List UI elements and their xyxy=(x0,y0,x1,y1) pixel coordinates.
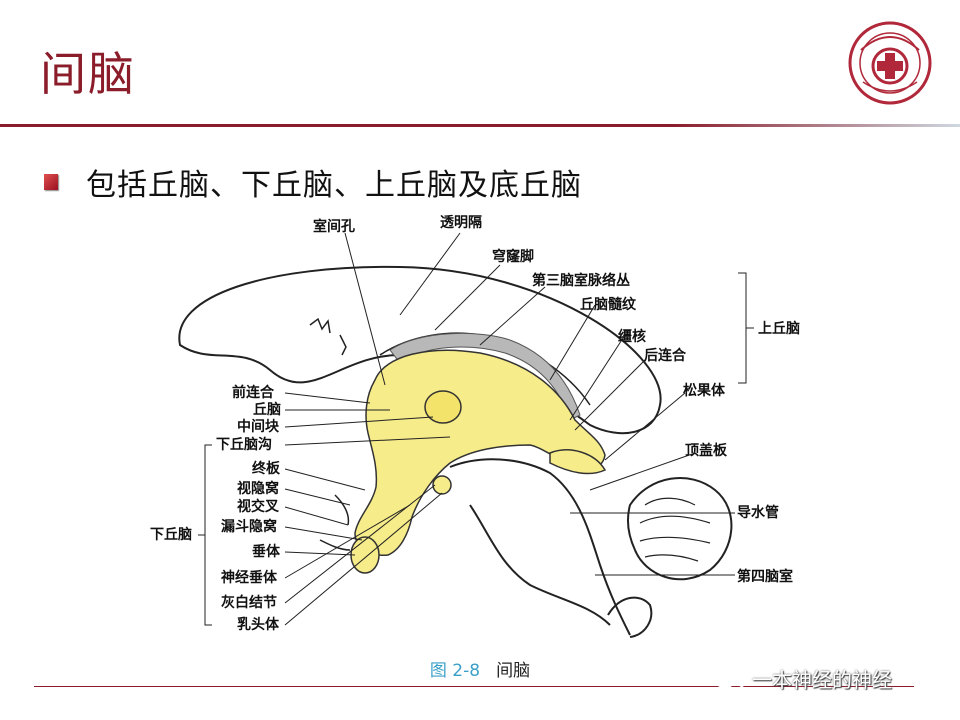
watermark-text: 一本神经的神经 xyxy=(752,668,892,692)
label-tuber-cinereum: 灰白结节 xyxy=(221,595,277,611)
label-mammillary-body: 乳头体 xyxy=(237,617,279,633)
wechat-icon xyxy=(713,667,745,690)
label-hypophysis: 垂体 xyxy=(252,544,280,560)
label-interventricular-foramen: 室间孔 xyxy=(313,219,355,235)
hospital-logo xyxy=(847,20,933,106)
label-septum-pellucidum: 透明隔 xyxy=(440,215,482,231)
label-interthalamic-adhesion: 中间块 xyxy=(237,419,279,435)
caption-figure-number: 图 2-8 xyxy=(429,661,481,681)
label-stria-medullaris: 丘脑髓纹 xyxy=(580,297,636,313)
label-habenular-nucleus: 缰核 xyxy=(618,329,646,345)
footer-rule xyxy=(34,686,914,687)
label-hypothalamus: 下丘脑 xyxy=(150,527,192,543)
label-tectal-plate: 顶盖板 xyxy=(685,443,727,459)
label-infundibular-recess: 漏斗隐窝 xyxy=(221,519,277,535)
label-anterior-commissure: 前连合 xyxy=(232,385,274,401)
diencephalon-drawing xyxy=(178,232,754,638)
diencephalon-figure: 室间孔 透明隔 穹窿脚 第三脑室脉络丛 丘脑髓纹 缰核 后连合 上丘脑 松果体 … xyxy=(150,205,840,645)
label-neurohypophysis: 神经垂体 xyxy=(221,570,277,586)
bullet-marker xyxy=(44,174,58,190)
bullet-text: 包括丘脑、下丘脑、上丘脑及底丘脑 xyxy=(86,168,582,203)
label-optic-recess: 视隐窝 xyxy=(237,481,279,497)
slide-title: 间脑 xyxy=(40,47,136,101)
label-posterior-commissure: 后连合 xyxy=(644,348,686,364)
title-underline xyxy=(0,124,960,127)
label-lamina-terminalis: 终板 xyxy=(252,461,280,477)
watermark: 一本神经的神经 xyxy=(712,664,892,693)
label-thalamus: 丘脑 xyxy=(253,402,281,418)
bullet-item: 包括丘脑、下丘脑、上丘脑及底丘脑 xyxy=(44,160,582,204)
caption-text: 间脑 xyxy=(496,661,531,681)
label-fourth-ventricle: 第四脑室 xyxy=(737,569,793,585)
label-optic-chiasm: 视交叉 xyxy=(237,499,279,515)
label-hypothalamic-sulcus: 下丘脑沟 xyxy=(216,437,272,453)
label-fornix-crus: 穹窿脚 xyxy=(492,249,534,265)
label-aqueduct: 导水管 xyxy=(737,505,779,521)
label-epithalamus: 上丘脑 xyxy=(758,321,800,337)
figure-caption: 图 2-8 间脑 xyxy=(0,656,960,681)
label-pineal-body: 松果体 xyxy=(683,383,725,399)
label-choroid-plexus: 第三脑室脉络丛 xyxy=(532,273,630,289)
